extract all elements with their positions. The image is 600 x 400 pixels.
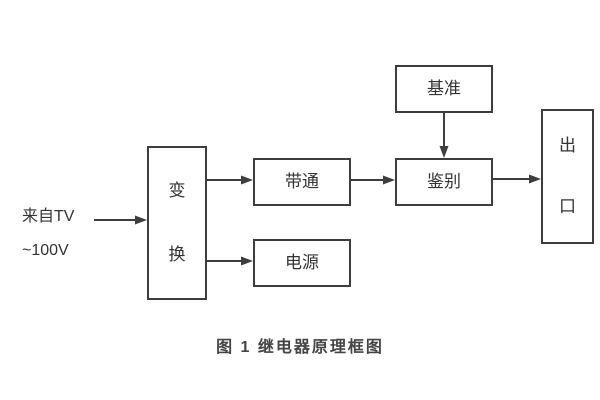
node-reference-label: 基准 — [427, 78, 461, 98]
input-source-line1: 来自TV — [22, 208, 75, 225]
node-transform: 变 换 — [147, 146, 207, 300]
arrow-transform-to-power — [207, 256, 253, 266]
node-output-label-char2: 口 — [559, 197, 576, 216]
node-discriminator-label: 鉴别 — [427, 171, 461, 191]
node-transform-label-char1: 变 — [168, 180, 186, 200]
node-transform-label-char2: 换 — [168, 245, 186, 264]
arrow-reference-to-discriminator — [439, 113, 449, 158]
node-output-label-char1: 出 — [559, 135, 576, 155]
arrow-input-to-transform — [94, 215, 147, 225]
figure-caption: 图 1 继电器原理框图 — [216, 339, 384, 356]
input-source-line2: ~100V — [22, 242, 69, 259]
node-bandpass: 带通 — [253, 158, 351, 206]
arrow-discriminator-to-output — [493, 174, 541, 184]
node-reference: 基准 — [395, 65, 493, 113]
input-source-label: 来自TV ~100V — [22, 209, 74, 259]
arrow-transform-to-bandpass — [207, 175, 253, 185]
node-output: 出 口 — [541, 109, 594, 244]
arrow-bandpass-to-discriminator — [351, 175, 395, 185]
node-discriminator: 鉴别 — [395, 158, 493, 206]
node-power: 电源 — [253, 239, 351, 287]
node-bandpass-label: 带通 — [285, 171, 319, 191]
node-power-label: 电源 — [285, 252, 319, 272]
